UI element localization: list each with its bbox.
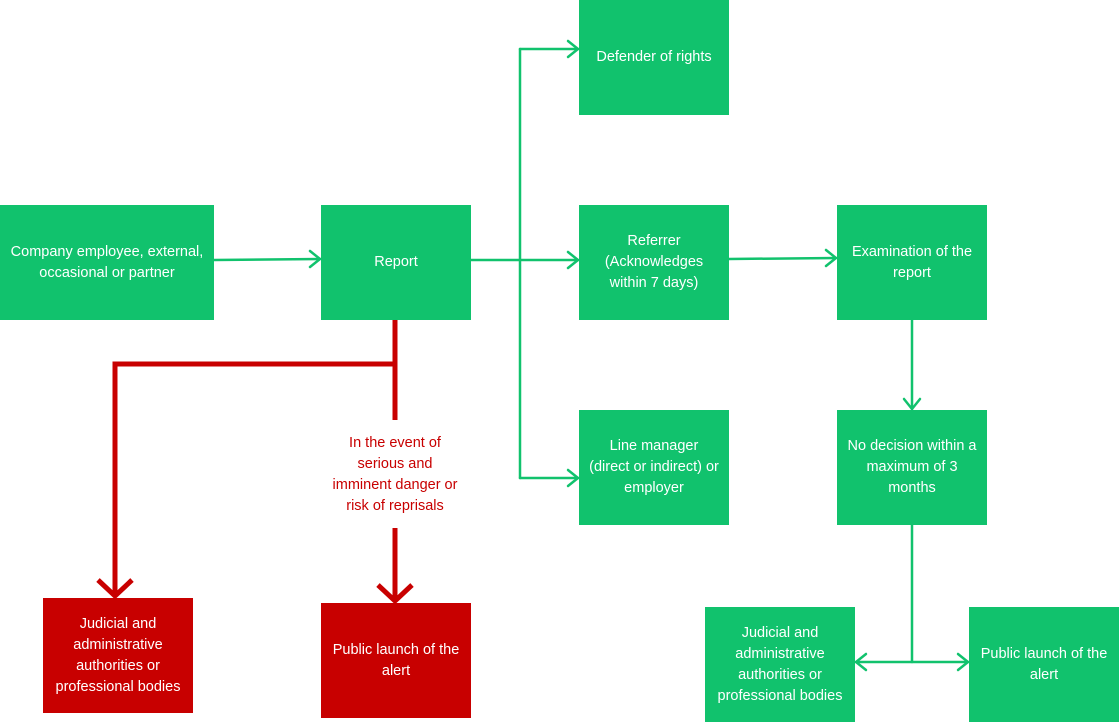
arrow-referrer-to-examination xyxy=(727,256,838,261)
node-defender-of-rights: Defender of rights xyxy=(579,0,729,115)
node-line-manager: Line manager (direct or indirect) or emp… xyxy=(579,410,729,525)
node-no-decision: No decision within a maximum of 3 months xyxy=(837,410,987,525)
node-referrer: Referrer (Acknowledges within 7 days) xyxy=(579,205,729,320)
node-judicial-authorities-red: Judicial and administrative authorities … xyxy=(43,598,193,713)
node-judicial-authorities-green: Judicial and administrative authorities … xyxy=(705,607,855,722)
red-arrow-to-judicial xyxy=(112,361,395,594)
condition-label: In the event of serious and imminent dan… xyxy=(330,422,460,528)
node-report: Report xyxy=(321,205,471,320)
node-examination: Examination of the report xyxy=(837,205,987,320)
node-public-launch-red: Public launch of the alert xyxy=(321,603,471,718)
node-public-launch-green: Public launch of the alert xyxy=(969,607,1119,722)
node-employee: Company employee, external, occasional o… xyxy=(0,205,214,320)
arrow-employee-to-report xyxy=(212,257,322,262)
